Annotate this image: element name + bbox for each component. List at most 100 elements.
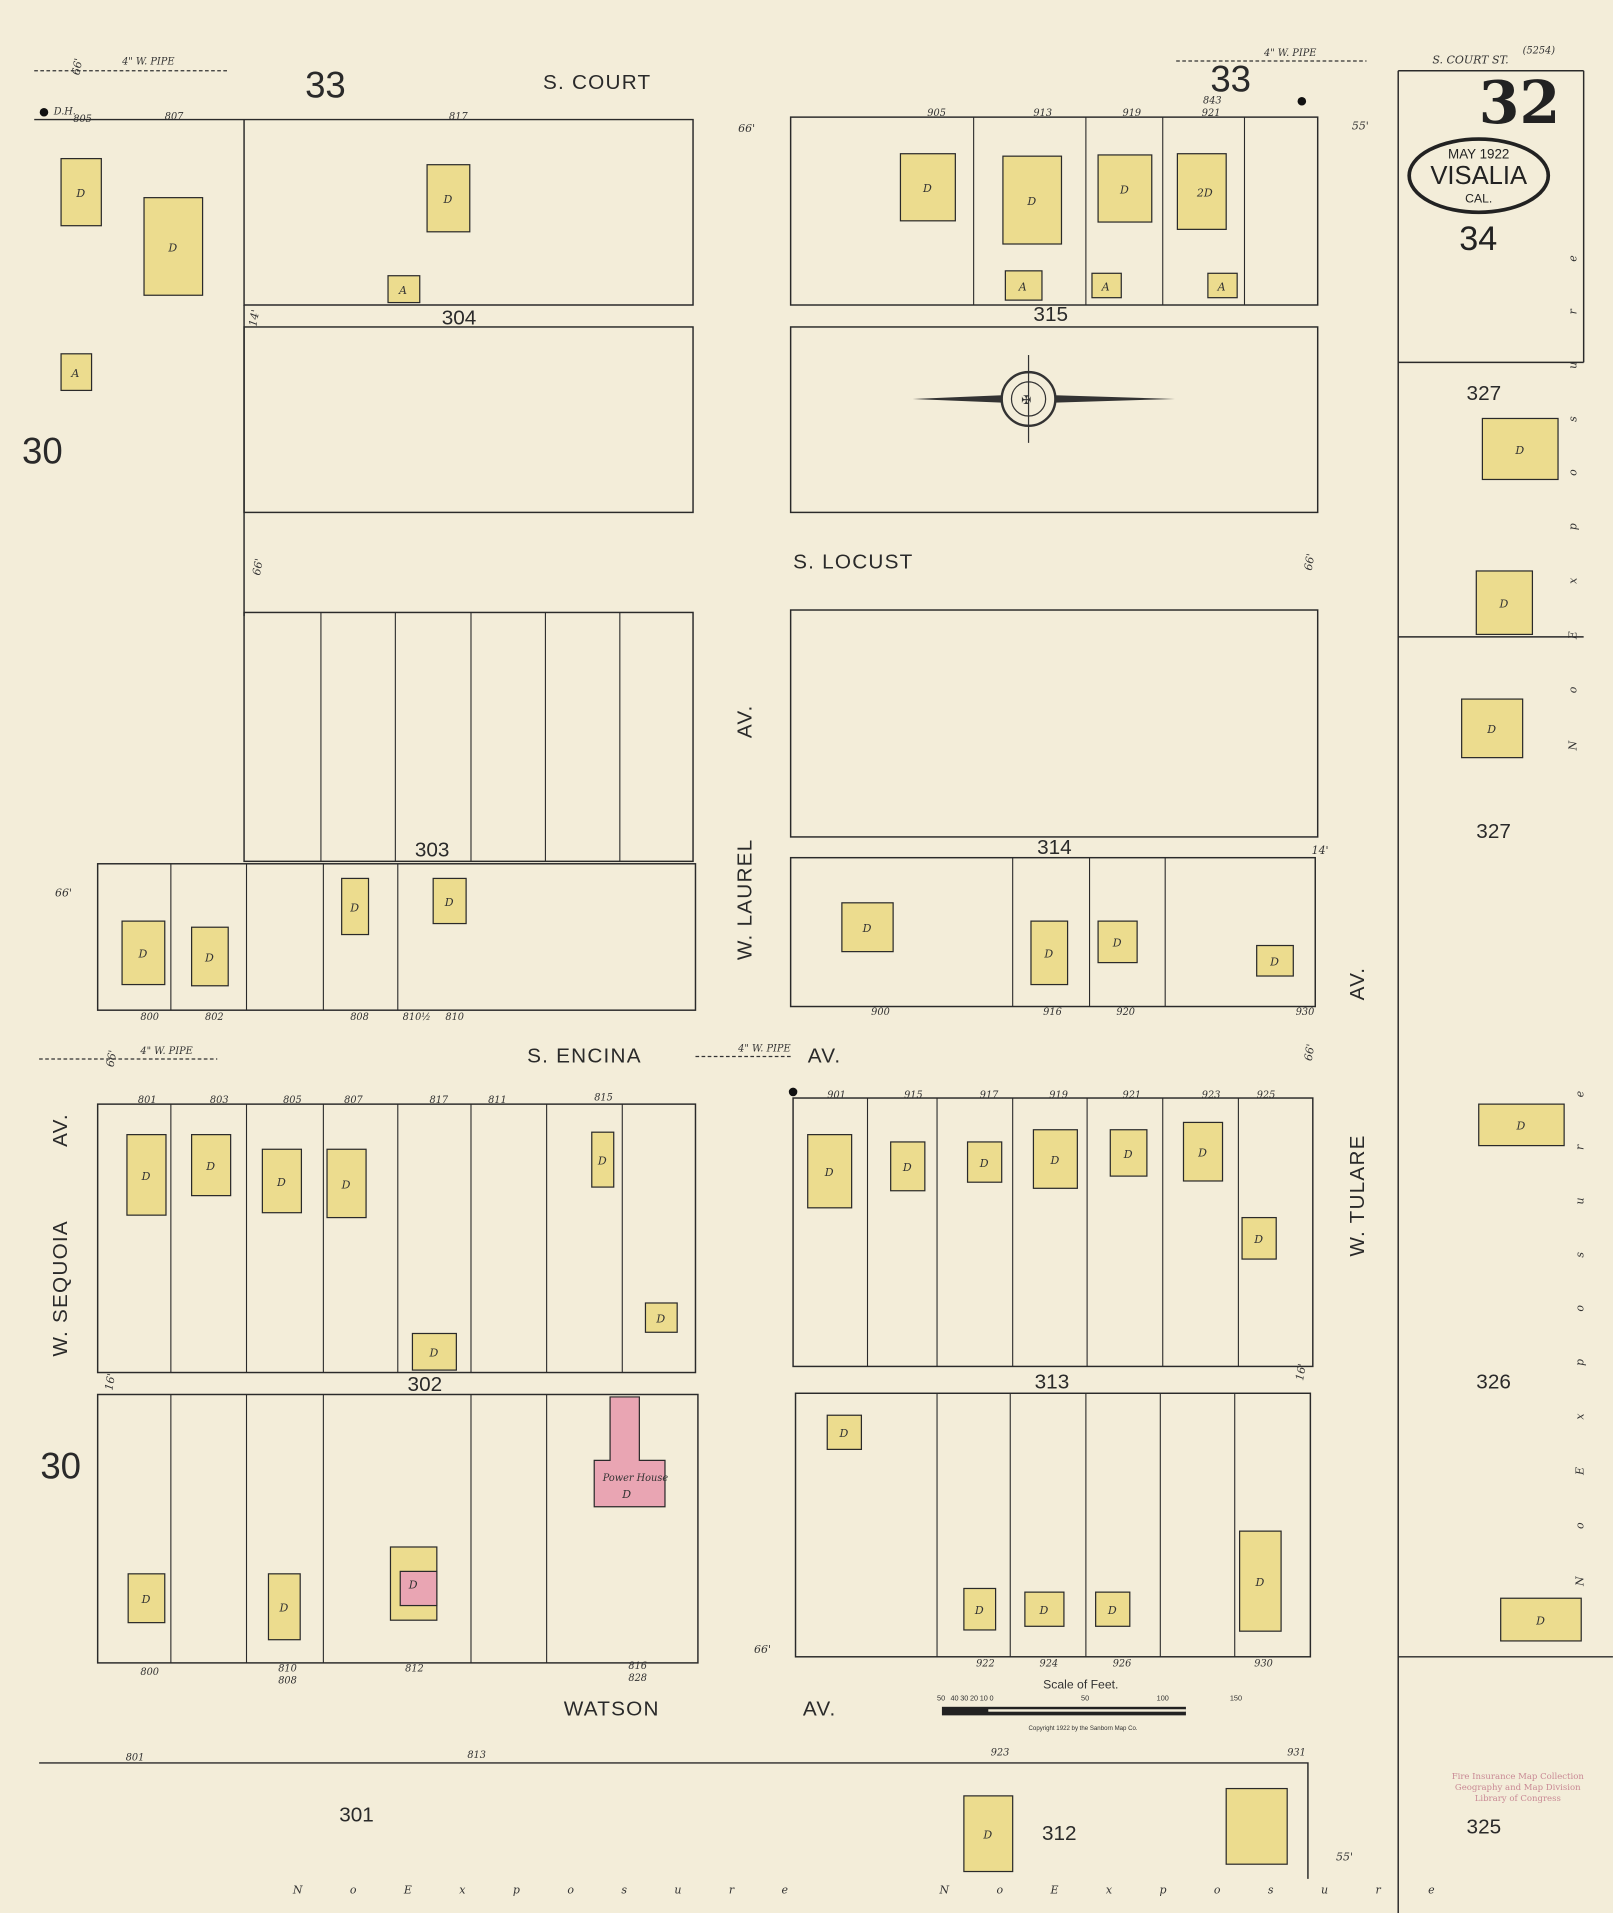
address-number: 923 (1202, 1090, 1221, 1101)
street-width: 66' (754, 1643, 771, 1656)
building-label: D (141, 1593, 151, 1606)
address-number: 901 (827, 1090, 846, 1101)
building (591, 1131, 615, 1188)
pipe-label: 4" W. PIPE (139, 1046, 192, 1057)
address-number: 807 (165, 112, 184, 123)
sheet-ref-30-lower[interactable]: 30 (40, 1446, 81, 1487)
adjoining-sheet-34[interactable]: 34 (1459, 220, 1497, 258)
building-label: A (398, 284, 407, 297)
block-302: 302 (408, 1373, 443, 1396)
building (826, 1414, 863, 1451)
address-number: 800 (140, 1667, 159, 1678)
buildings (60, 153, 1582, 1873)
library-stamp: Fire Insurance Map Collection Geography … (1452, 1772, 1585, 1804)
street-watson-av: AV. (803, 1697, 837, 1720)
address-number: 900 (871, 1007, 890, 1018)
address-number: 815 (594, 1092, 613, 1103)
address-number: 812 (405, 1663, 424, 1674)
building (126, 1134, 167, 1216)
scale-tick: 0 (990, 1694, 994, 1703)
building-label: D (444, 896, 454, 909)
street-encina-av: AV. (808, 1045, 842, 1068)
hydrant-label: D.H. (53, 107, 76, 118)
address-number: 916 (1043, 1007, 1062, 1018)
building (1095, 1591, 1131, 1627)
stamp-line: Fire Insurance Map Collection (1452, 1772, 1585, 1782)
address-number: 816 (628, 1661, 647, 1672)
building-label: D (1107, 1604, 1117, 1617)
building-label: D (902, 1161, 912, 1174)
address-number: 803 (210, 1095, 229, 1106)
sheet-ref-30-upper[interactable]: 30 (22, 431, 63, 472)
building (807, 1134, 853, 1209)
street-w-laurel-av: AV. (734, 704, 757, 738)
map-date: MAY 1922 (1448, 147, 1509, 162)
building (1238, 1530, 1282, 1632)
building-label: D (276, 1176, 286, 1189)
building (190, 1134, 232, 1197)
building (121, 920, 166, 986)
block-314: 314 (1037, 836, 1072, 859)
building (261, 1148, 303, 1214)
address-number: 810½ (403, 1012, 431, 1023)
sheet-ref-33-right[interactable]: 33 (1210, 59, 1251, 100)
building (1478, 1103, 1565, 1147)
hydrant-icon (1297, 96, 1307, 106)
street-width: 66' (55, 887, 72, 900)
address-number: 805 (73, 114, 92, 125)
building-label: D (838, 1427, 848, 1440)
address-number: 905 (927, 108, 946, 119)
building-label: D (655, 1313, 665, 1326)
building-label: A (1018, 280, 1027, 293)
building-label: D (349, 901, 359, 914)
scale-tick: 30 (960, 1694, 968, 1703)
building-label: D (1516, 1120, 1526, 1133)
street-w-tulare-av: AV. (1346, 967, 1369, 1001)
scale-tick: 100 (1157, 1694, 1169, 1703)
building (841, 902, 894, 953)
building-label: D (979, 1157, 989, 1170)
block-327b: 327 (1476, 820, 1511, 843)
building-label: D (1253, 1233, 1263, 1246)
address-number: 926 (1113, 1659, 1132, 1670)
block-304: 304 (442, 307, 477, 330)
pipe-label: 4" W. PIPE (121, 57, 174, 68)
building (1024, 1591, 1065, 1627)
building (143, 197, 204, 296)
block-312: 312 (1042, 1822, 1077, 1845)
building (1475, 570, 1534, 636)
address-number: 810 (278, 1663, 297, 1674)
building-label: D (1043, 948, 1053, 961)
building (1032, 1129, 1078, 1189)
building (1097, 154, 1153, 223)
block-outlines (34, 70, 1613, 1913)
building (267, 1573, 301, 1641)
building-label: D (974, 1604, 984, 1617)
building-label: A (1101, 280, 1110, 293)
block-303: 303 (415, 838, 450, 861)
street-width: 55' (1336, 1851, 1353, 1864)
building-label: D (1112, 937, 1122, 950)
street-width: 66' (250, 557, 266, 576)
building (1091, 272, 1122, 299)
address-number: 925 (1257, 1090, 1276, 1101)
building-label: D (1123, 1148, 1133, 1161)
building-label: D (982, 1829, 992, 1842)
city-name: VISALIA (1430, 162, 1528, 190)
building-label: D (341, 1178, 351, 1191)
pipe-label: 4" W. PIPE (737, 1044, 790, 1055)
street-width: 16' (1293, 1363, 1309, 1382)
address-number: 917 (980, 1090, 999, 1101)
scale-tick: 10 (980, 1694, 988, 1703)
address-number: 802 (205, 1012, 224, 1023)
building (432, 877, 467, 925)
building-label: D (597, 1155, 607, 1168)
street-width: 66' (104, 1049, 120, 1068)
address-number: 801 (126, 1752, 145, 1763)
street-w-laurel: W. LAUREL (734, 839, 757, 961)
building (1500, 1597, 1582, 1642)
sheet-ref-33-left[interactable]: 33 (305, 65, 346, 106)
building (60, 157, 102, 227)
street-width: 66' (1302, 553, 1318, 572)
address-number: 828 (628, 1673, 647, 1684)
